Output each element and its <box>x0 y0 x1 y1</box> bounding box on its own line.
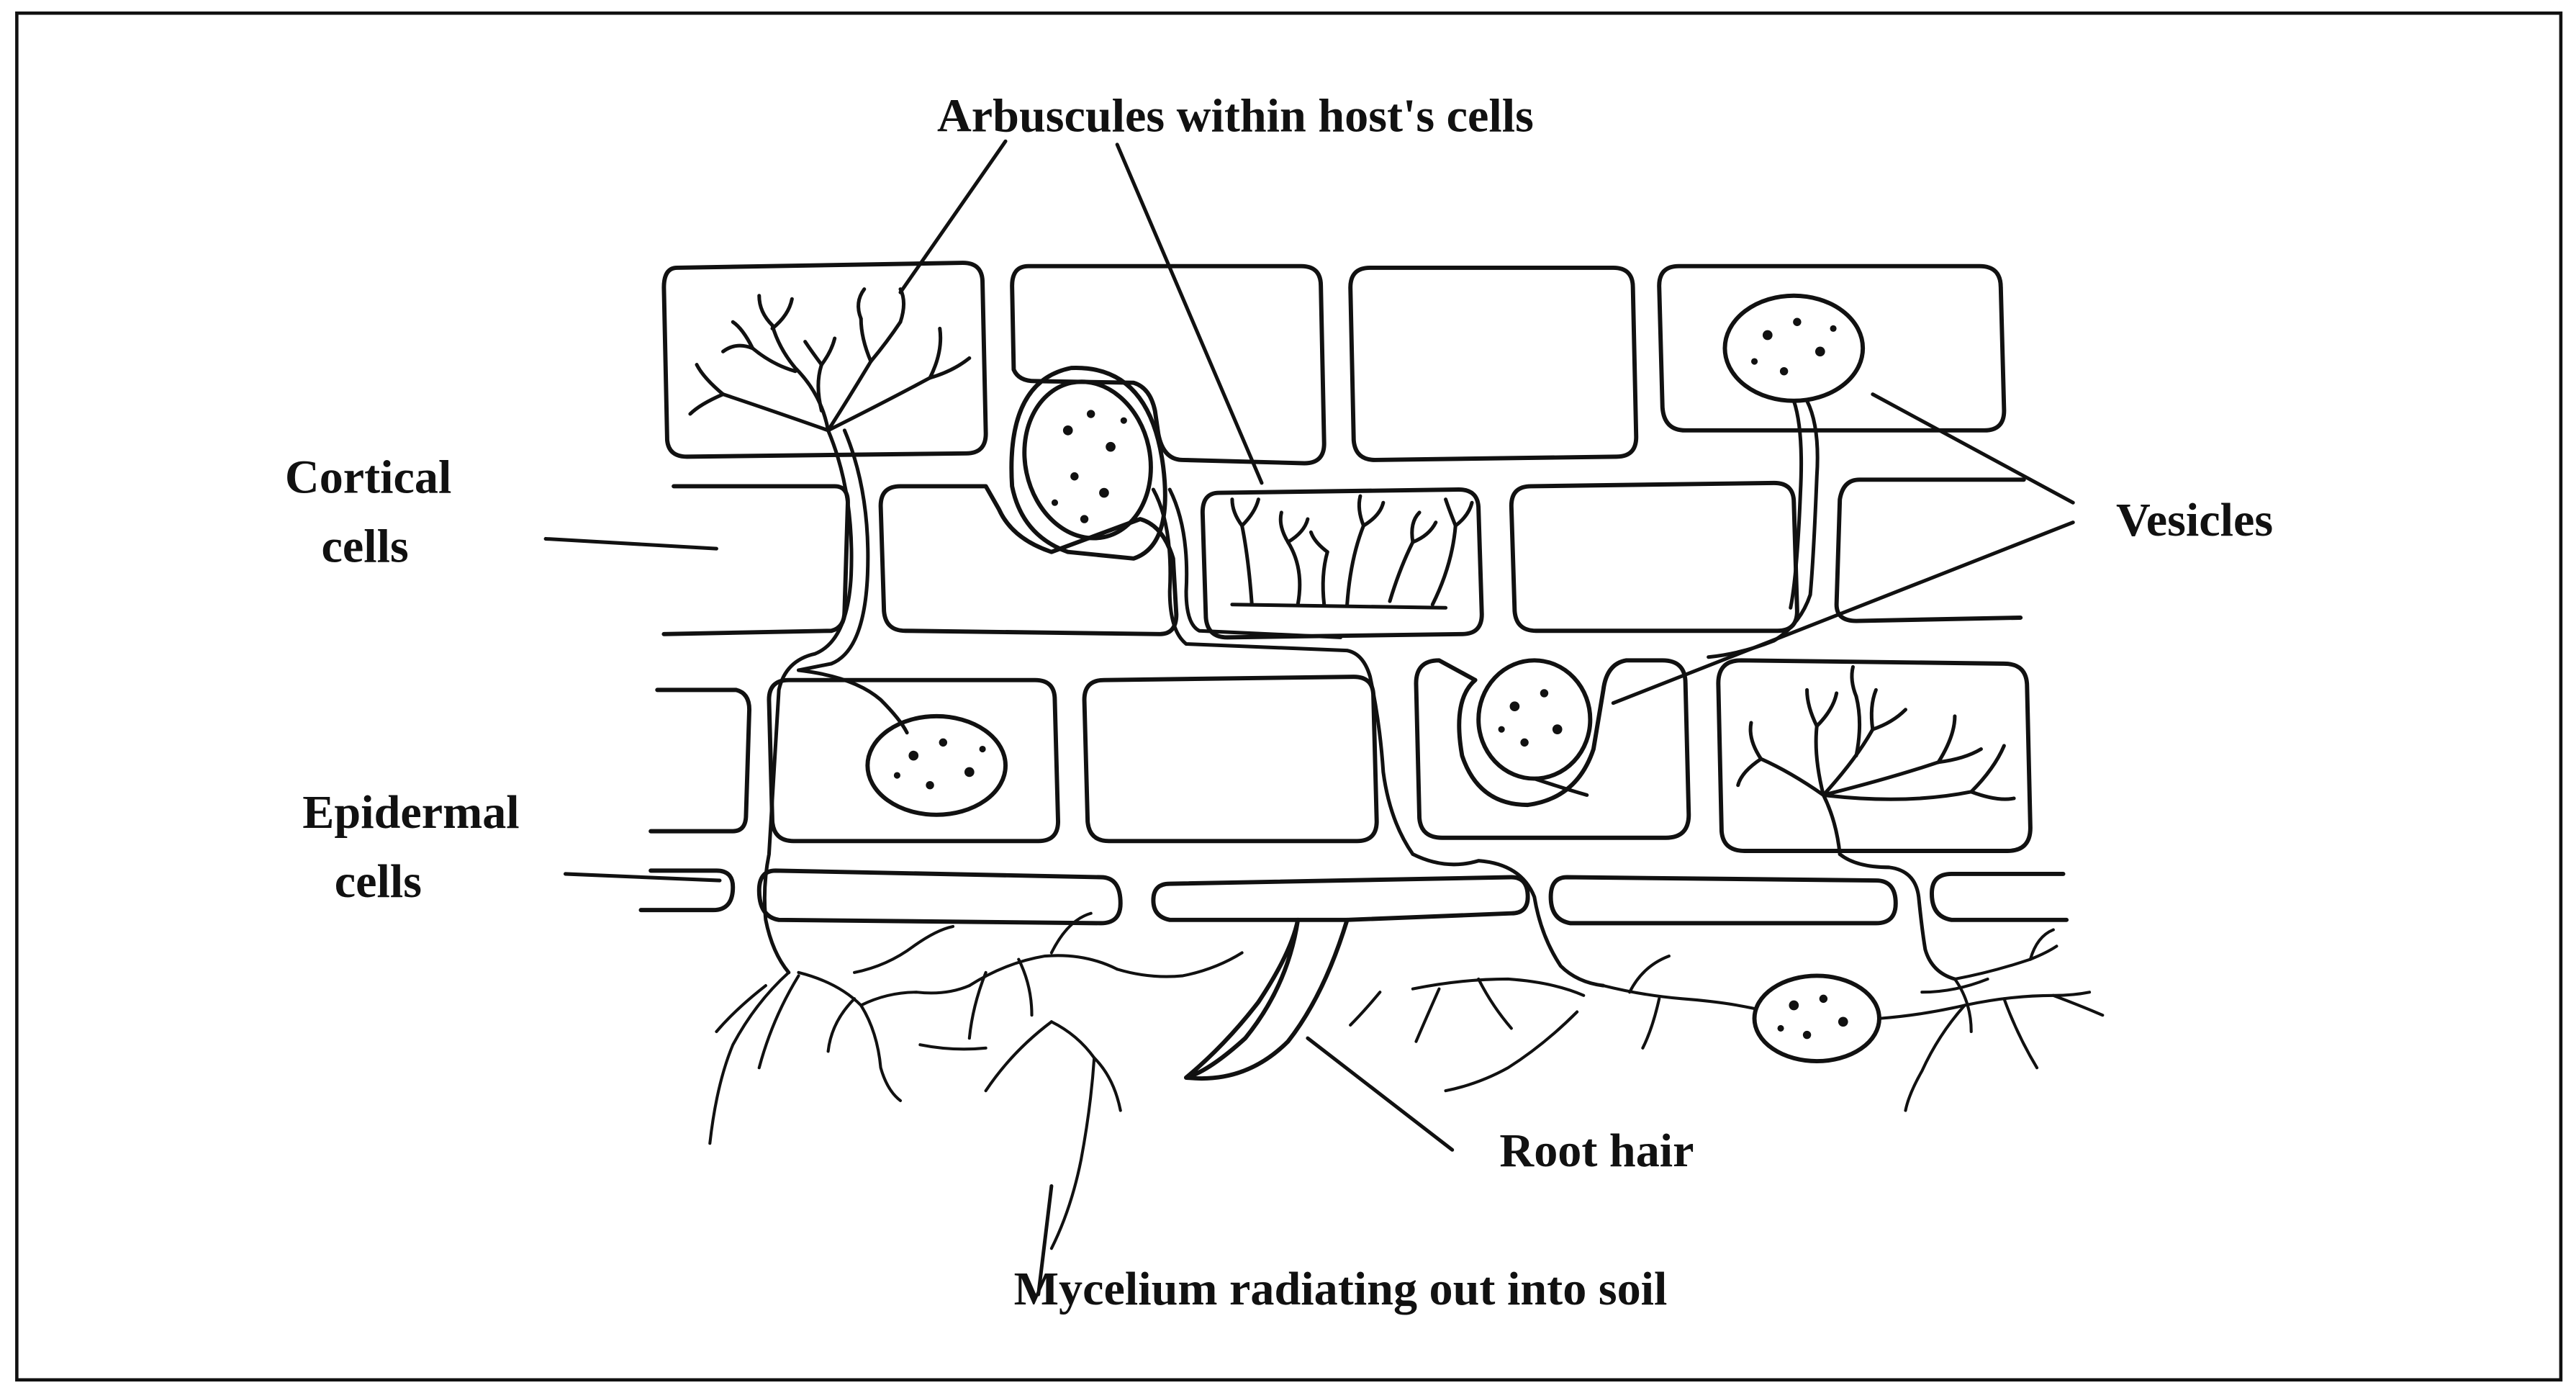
epidermal-cell <box>1153 878 1527 920</box>
soil-mycelium <box>710 914 2102 1248</box>
vesicle-cortical-top <box>1011 370 1165 550</box>
arbuscule-bottom-right <box>1738 667 2014 854</box>
root-hair <box>1186 920 1347 1078</box>
vesicle-soil <box>1755 975 1879 1061</box>
label-mycelium: Mycelium radiating out into soil <box>1014 1263 1668 1315</box>
cortical-cell <box>1203 490 1482 637</box>
cortical-cell <box>1511 483 1797 631</box>
vesicle-lower-middle <box>1478 660 1590 778</box>
leader-arbuscules-middle <box>1117 145 1262 483</box>
label-root-hair: Root hair <box>1499 1124 1694 1177</box>
cortical-cell <box>1659 266 2004 430</box>
leader-cortical <box>546 538 716 549</box>
leader-vesicles-bottom <box>1613 523 2073 703</box>
arbuscule-top-left <box>690 289 970 430</box>
cortical-cells-bottom-row <box>651 660 2030 851</box>
epidermal-cell <box>759 870 1121 923</box>
leader-vesicles-top <box>1873 395 2073 503</box>
epidermal-cells-row <box>641 870 2066 923</box>
figure-frame <box>17 13 2561 1379</box>
vesicle-top-right <box>1725 296 1863 401</box>
label-epidermal-line1: Epidermal <box>302 786 519 839</box>
cortical-cell-edge <box>651 690 749 831</box>
vesicle-wall-pocket <box>1011 368 1165 559</box>
label-vesicles: Vesicles <box>2116 494 2273 546</box>
cortical-cell-edge <box>664 486 848 634</box>
vesicle-lower-left <box>867 716 1005 815</box>
leader-root-hair <box>1308 1038 1452 1150</box>
label-epidermal-line2: cells <box>335 855 422 908</box>
leader-arbuscules-left <box>900 141 1005 292</box>
cortical-cell <box>1085 677 1377 841</box>
label-arbuscules: Arbuscules within host's cells <box>937 90 1534 143</box>
leader-epidermal <box>565 874 719 880</box>
cortical-cell <box>1718 660 2030 851</box>
cortical-cell <box>1416 660 1689 837</box>
label-cortical-line1: Cortical <box>285 451 451 504</box>
label-cortical-line2: cells <box>321 520 408 572</box>
epidermal-cell <box>1551 878 1896 924</box>
epidermal-cell-edge <box>1932 874 2066 920</box>
cortical-cells-top-row <box>664 263 2004 463</box>
cortical-cell <box>1350 268 1636 460</box>
hyphae-intercellular <box>764 401 1955 986</box>
cortical-cell-edge <box>1837 479 2024 621</box>
cortical-cell <box>1012 266 1324 464</box>
arbuscule-middle <box>1232 496 1472 608</box>
